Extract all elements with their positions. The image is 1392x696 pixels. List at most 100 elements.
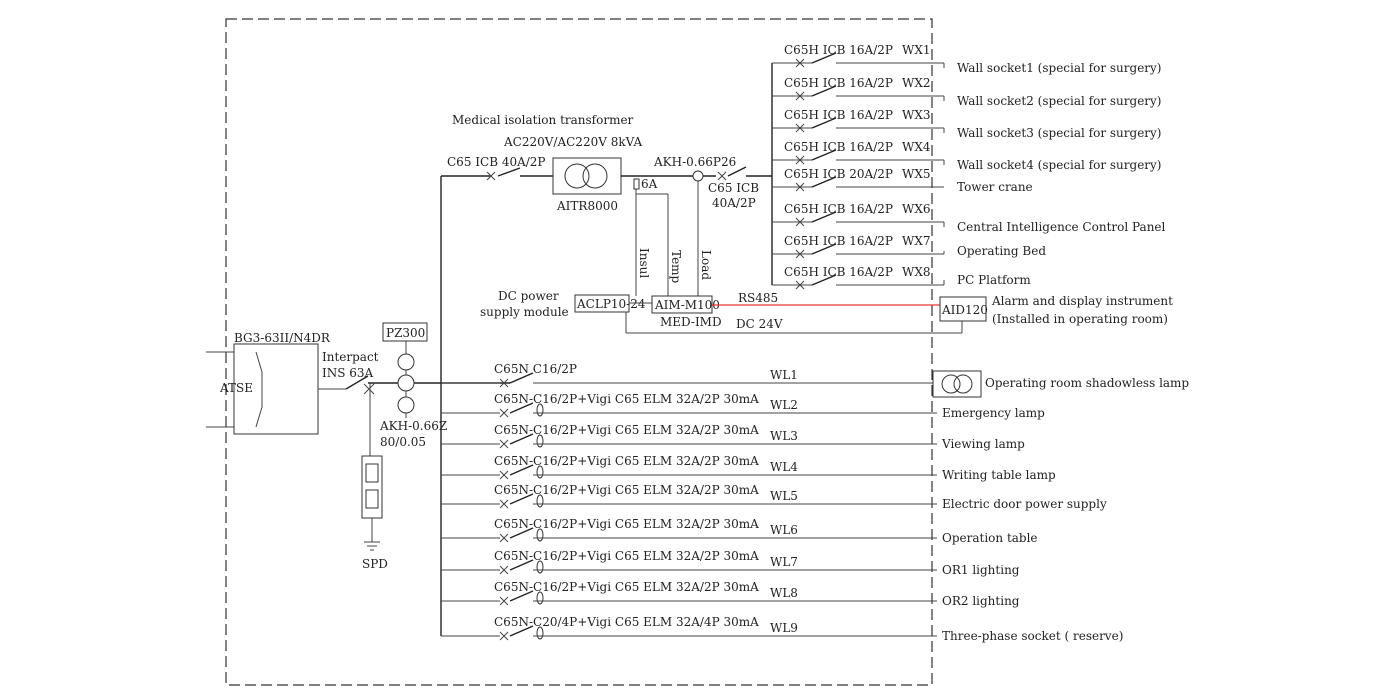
wx-breaker-label: C65H ICB 16A/2P: [784, 108, 893, 122]
switch-rating: INS 63A: [322, 366, 374, 380]
aim-label: AIM-M100: [654, 298, 720, 312]
pz300-label: PZ300: [386, 326, 425, 340]
wx-breaker-label: C65H ICB 16A/2P: [784, 234, 893, 248]
wl-breaker-label: C65N-C16/2P+Vigi C65 ELM 32A/2P 30mA: [494, 392, 759, 406]
wx-load-label: Operating Bed: [957, 244, 1046, 258]
wx-breaker-label: C65H ICB 20A/2P: [784, 167, 893, 181]
wx-load-label: Wall socket3 (special for surgery): [957, 126, 1162, 140]
wx-circuit-id: WX5: [902, 167, 931, 181]
temp-label: Temp: [669, 250, 683, 284]
alarm-label-1: Alarm and display instrument: [991, 294, 1173, 308]
wl-breaker-label: C65N-C16/2P+Vigi C65 ELM 32A/2P 30mA: [494, 423, 759, 437]
output-breaker-label-1: C65 ICB: [708, 181, 759, 195]
aid120-label: AID120: [941, 303, 988, 317]
wx-load-label: Wall socket2 (special for surgery): [957, 94, 1162, 108]
wl-breaker-label: C65N-C16/2P+Vigi C65 ELM 32A/2P 30mA: [494, 580, 759, 594]
wx-load-label: Central Intelligence Control Panel: [957, 220, 1166, 234]
wl-circuit-id: WL4: [770, 460, 798, 474]
wl-branch: C65N-C16/2P+Vigi C65 ELM 32A/2P 30mA WL6O…: [441, 517, 1038, 545]
wx-circuit-id: WX8: [902, 265, 931, 279]
wl-branch: C65N-C16/2P+Vigi C65 ELM 32A/2P 30mA WL2E…: [441, 392, 1045, 420]
atse-box: [233, 343, 319, 435]
wx-circuit-id: WX3: [902, 108, 931, 122]
output-breaker-label-2: 40A/2P: [712, 196, 756, 210]
load-label: Load: [699, 250, 713, 280]
spd-label: SPD: [362, 557, 388, 571]
output-ct-label: AKH-0.66P26: [653, 155, 736, 169]
wl-load-label: OR1 lighting: [942, 563, 1020, 577]
wl-load-label: Electric door power supply: [942, 497, 1107, 511]
wl-breaker-label: C65N-C20/4P+Vigi C65 ELM 32A/4P 30mA: [494, 615, 759, 629]
aid120-box: [939, 296, 987, 322]
wl-circuit-id: WL1: [770, 368, 798, 382]
isolation-transformer: [552, 157, 622, 195]
wl-branch: C65N-C16/2P+Vigi C65 ELM 32A/2P 30mA WL7O…: [441, 549, 1020, 577]
wl-load-label: Emergency lamp: [942, 406, 1045, 420]
transformer-spec: AC220V/AC220V 8kVA: [503, 135, 642, 149]
dc-module-label-2: supply module: [480, 305, 569, 319]
insul-label: Insul: [637, 248, 651, 278]
wx-breaker-label: C65H ICB 16A/2P: [784, 202, 893, 216]
wx-load-label: Tower crane: [957, 180, 1033, 194]
wl-load-label: OR2 lighting: [942, 594, 1020, 608]
wl-load-label: Viewing lamp: [941, 437, 1025, 451]
it-system-section: C65 ICB 40A/2P Medical isolation transfo…: [440, 113, 1173, 636]
shadowless-lamp-transformer: [932, 370, 982, 398]
incoming-section: ATSE BG3-63II/N4DR Interpact INS 63A SPD…: [206, 322, 510, 571]
alarm-label-2: (Installed in operating room): [992, 312, 1168, 326]
dc-module-label-1: DC power: [498, 289, 559, 303]
atse-model: BG3-63II/N4DR: [234, 331, 331, 345]
wx-circuit-id: WX2: [902, 76, 931, 90]
wl-branch: C65N-C16/2P+Vigi C65 ELM 32A/2P 30mA WL5E…: [441, 483, 1107, 511]
wx-breaker-label: C65H ICB 16A/2P: [784, 265, 893, 279]
ct-circle-3: [397, 396, 415, 414]
wl-circuit-id: WL5: [770, 489, 798, 503]
wx-load-label: Wall socket1 (special for surgery): [957, 61, 1162, 75]
wx-circuit-id: WX4: [902, 140, 931, 154]
atse-label: ATSE: [219, 381, 253, 395]
output-ct: [692, 170, 704, 182]
wl-load-label: Operation table: [942, 531, 1038, 545]
wx-circuit-id: WX7: [902, 234, 931, 248]
wl-circuit-id: WL3: [770, 429, 798, 443]
ct-model: AKH-0.66Z: [379, 419, 447, 433]
wl-breaker-label: C65N-C16/2P+Vigi C65 ELM 32A/2P 30mA: [494, 483, 759, 497]
aclp-label: ACLP10-24: [576, 297, 646, 311]
wl-load-label: Operating room shadowless lamp: [985, 376, 1189, 390]
wl-load-label: Three-phase socket ( reserve): [942, 629, 1123, 643]
dc24-label: DC 24V: [736, 317, 783, 331]
wx-breaker-label: C65H ICB 16A/2P: [784, 140, 893, 154]
wl-circuit-id: WL7: [770, 555, 798, 569]
wl-breaker-label: C65N-C16/2P+Vigi C65 ELM 32A/2P 30mA: [494, 517, 759, 531]
input-breaker-label: C65 ICB 40A/2P: [447, 155, 546, 169]
wx-breaker-label: C65H ICB 16A/2P: [784, 76, 893, 90]
transformer-title: Medical isolation transformer: [452, 113, 634, 127]
wl-circuit-id: WL6: [770, 523, 798, 537]
wl-branch: C65N-C16/2P+Vigi C65 ELM 32A/2P 30mA WL3V…: [441, 423, 1025, 451]
fuse-label: 6A: [641, 177, 658, 191]
wl-circuit-id: WL2: [770, 398, 798, 412]
wx-load-label: PC Platform: [957, 273, 1031, 287]
wl-breaker-label: C65N-C16/2P+Vigi C65 ELM 32A/2P 30mA: [494, 549, 759, 563]
wx-load-label: Wall socket4 (special for surgery): [957, 158, 1162, 172]
pz300-meter: [382, 322, 428, 342]
wx-circuit-id: WX6: [902, 202, 931, 216]
wx-branch: C65H ICB 16A/2P WX8 PC Platform: [772, 265, 1031, 290]
rs485-label: RS485: [738, 291, 778, 305]
wl-breaker-label: C65N C16/2P: [494, 362, 577, 376]
wx-circuit-id: WX1: [902, 43, 931, 57]
ct-circle-1: [397, 353, 415, 371]
